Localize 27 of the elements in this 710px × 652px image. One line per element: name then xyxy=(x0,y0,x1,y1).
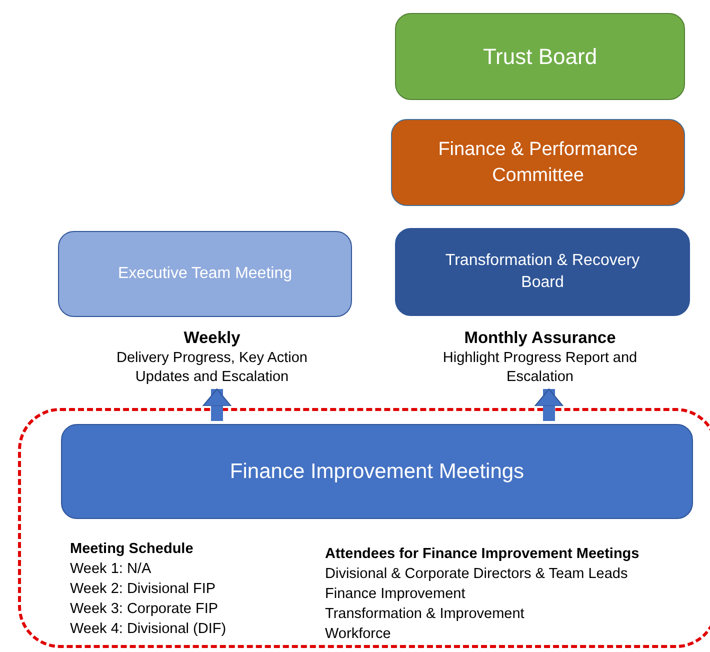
block-arrow xyxy=(202,388,232,421)
text-label: Week 3: Corporate FIP xyxy=(70,600,220,619)
text-label: Meeting Schedule xyxy=(70,540,194,559)
dashed-boundary xyxy=(18,408,710,648)
text-label: Finance Improvement Meetings xyxy=(230,458,524,485)
block-arrow xyxy=(534,388,564,421)
text-label: Finance & Performance Committee xyxy=(437,138,639,188)
process-box xyxy=(58,231,352,317)
process-box xyxy=(395,13,685,100)
text-label: Highlight Progress Report and Escalation xyxy=(442,349,638,387)
text-label: Weekly xyxy=(184,328,240,349)
text-label: Workforce xyxy=(325,625,392,644)
text-label: Executive Team Meeting xyxy=(118,264,292,284)
process-box xyxy=(61,424,693,519)
text-label: Delivery Progress, Key Action Updates and Escalation xyxy=(116,349,308,387)
text-label: Finance Improvement xyxy=(325,585,466,604)
text-label: Transformation & Recovery Board xyxy=(444,251,641,293)
text-label: Divisional & Corporate Directors & Team Leads xyxy=(325,565,629,584)
text-label: Trust Board xyxy=(482,43,598,71)
process-box xyxy=(395,228,690,316)
text-label: Week 4: Divisional (DIF) xyxy=(70,620,226,639)
process-box xyxy=(391,119,685,206)
text-label: Monthly Assurance xyxy=(464,328,616,349)
text-label: Week 1: N/A xyxy=(70,560,152,579)
text-label: Transformation & Improvement xyxy=(325,605,526,624)
text-label: Attendees for Finance Improvement Meetings xyxy=(325,545,640,564)
text-label: Week 2: Divisional FIP xyxy=(70,580,217,599)
